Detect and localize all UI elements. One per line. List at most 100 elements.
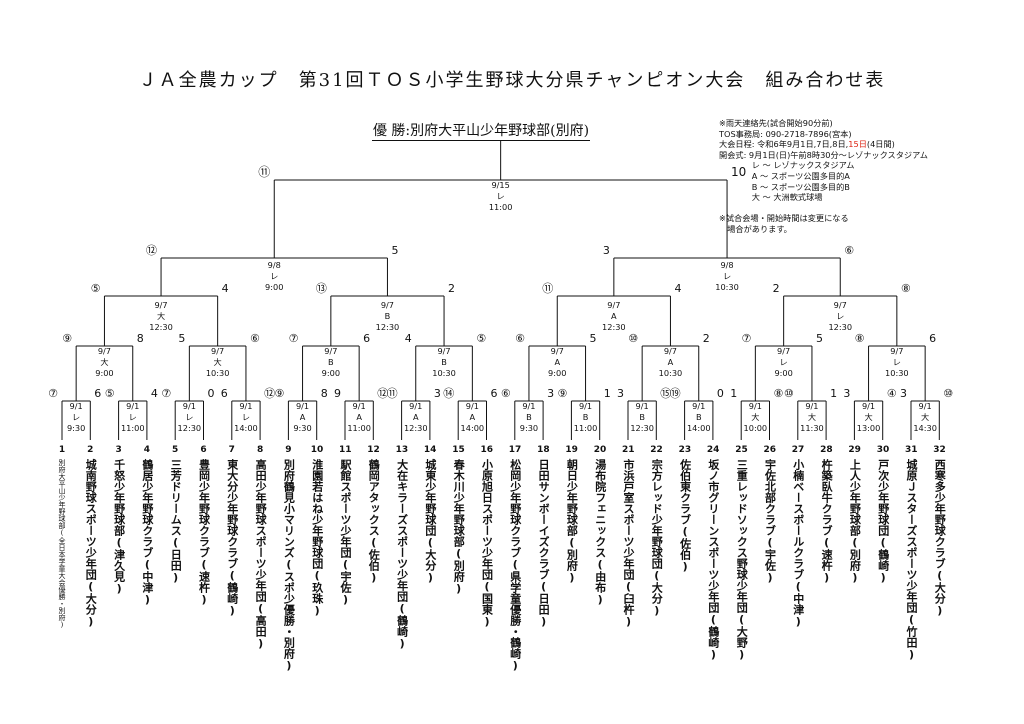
team-number: 19 — [565, 445, 578, 455]
info-schedule-red: 15日 — [848, 139, 867, 150]
team-number: 8 — [256, 445, 264, 455]
score-right: 5 — [816, 332, 823, 345]
team-name: 松岡少年野球クラブ(県学童優勝・鶴崎) — [508, 459, 522, 672]
score-left: ⑤ — [105, 387, 115, 400]
score-right: 5 — [590, 332, 597, 345]
match-venue: レ — [893, 357, 901, 367]
match-venue: 大 — [921, 412, 929, 422]
match-time: 10:00 — [744, 423, 768, 433]
match-venue: 大 — [864, 412, 872, 422]
score-right: 6 — [94, 387, 101, 400]
score-right: ⑩ — [943, 387, 953, 400]
team-name: 淮園若はね少年野球団(玖珠) — [310, 459, 324, 617]
match-time: 10:30 — [432, 368, 456, 378]
info-notes: ※雨天連絡先(試合開始90分前)TOS事務局: 090-2718-7896(宮本… — [719, 118, 928, 235]
score-left: ⑩ — [628, 332, 638, 345]
team-number: 15 — [452, 445, 465, 455]
score-left: ⑲ — [670, 387, 681, 400]
score-left: 6 — [221, 387, 228, 400]
score-right: ⑤ — [476, 332, 486, 345]
info-line: B ～ スポーツ公園多目的B — [719, 181, 850, 192]
match-date: 9/7 — [324, 346, 337, 356]
team-name: 東大分少年野球クラブ(鶴崎) — [225, 459, 239, 617]
score-left: 1 — [730, 387, 737, 400]
team-entry: 32 西寒多少年野球クラブ(大分) — [933, 444, 947, 617]
score-right: ⑥ — [250, 332, 260, 345]
score-right: 10 — [731, 165, 746, 179]
team-name: 上人少年野球部(別府) — [848, 459, 862, 584]
match-venue: 大 — [157, 311, 165, 321]
team-number: 12 — [367, 445, 380, 455]
score-left: ⑪ — [258, 165, 270, 179]
match-date: 9/1 — [183, 401, 196, 411]
match-time: 10:30 — [206, 368, 230, 378]
score-left: 3 — [603, 244, 610, 257]
score-right: 8 — [321, 387, 328, 400]
team-name: 西寒多少年野球クラブ(大分) — [933, 459, 947, 617]
match-date: 9/1 — [579, 401, 592, 411]
match-date: 9/7 — [834, 300, 847, 310]
score-left: ⑫ — [146, 244, 157, 257]
match-venue: 大 — [751, 412, 759, 422]
team-number: 25 — [735, 445, 748, 455]
team-name: 三芳ドリームス(日田) — [169, 459, 183, 584]
score-left: 4 — [405, 332, 412, 345]
team-name: 大在キラーズスポーツ少年団(鶴崎) — [395, 459, 409, 650]
match-venue: レ — [723, 271, 731, 281]
score-right: 2 — [703, 332, 710, 345]
team-name: 鶴岡アタックス(佐伯) — [367, 459, 381, 584]
match-venue: B — [583, 412, 589, 422]
match-date: 9/1 — [692, 401, 705, 411]
score-right: 3 — [547, 387, 554, 400]
score-right: 2 — [448, 282, 455, 295]
score-right: ⑧ — [901, 282, 911, 295]
match-date: 9/1 — [919, 401, 932, 411]
team-number: 20 — [593, 445, 607, 455]
match-time: 9:00 — [774, 368, 792, 378]
match-date: 9/1 — [749, 401, 762, 411]
team-number: 3 — [115, 445, 122, 455]
info-line: ※雨天連絡先(試合開始90分前) — [719, 118, 833, 128]
team-name: 春木川少年野球部(別府) — [452, 459, 466, 595]
team-name: 高田少年野球スポーツ少年団(高田) — [254, 459, 268, 650]
team-name: 朝日少年野球部(別府) — [565, 459, 579, 584]
match-time: 11:00 — [574, 423, 598, 433]
team-entry: 8 高田少年野球スポーツ少年団(高田) — [254, 444, 268, 650]
match-date: 9/8 — [268, 260, 281, 270]
score-right: 6 — [929, 332, 936, 345]
team-name: 戸次少年野球団(鶴崎) — [876, 459, 890, 584]
team-name: 駅館スポーツ少年団(宇佐) — [339, 459, 352, 606]
score-right: ④ — [887, 387, 897, 400]
score-left: ⑨ — [275, 387, 285, 400]
score-left: ⑦ — [48, 387, 58, 400]
match-venue: A — [611, 311, 617, 321]
team-number: 29 — [848, 445, 861, 455]
team-number: 7 — [228, 445, 235, 455]
info-line: レ ～ レゾナックスタジアム — [719, 160, 855, 171]
score-left: ⑩ — [784, 387, 794, 400]
match-date: 9/7 — [551, 346, 564, 356]
match-time: 9:00 — [548, 368, 566, 378]
match-date: 9/1 — [239, 401, 252, 411]
team-number: 18 — [537, 445, 550, 455]
score-right: ⑥ — [844, 244, 854, 257]
match-time: 13:00 — [857, 423, 881, 433]
match-venue: レ — [129, 412, 137, 422]
team-entry: 7 東大分少年野球クラブ(鶴崎) — [225, 444, 239, 617]
team-name: 杵築臥牛クラブ(速杵) — [820, 459, 834, 584]
match-time: 9:00 — [95, 368, 113, 378]
team-number: 17 — [508, 445, 522, 455]
score-left: ⑭ — [443, 387, 454, 400]
match-time: 10:30 — [885, 368, 909, 378]
team-number: 32 — [933, 445, 946, 455]
